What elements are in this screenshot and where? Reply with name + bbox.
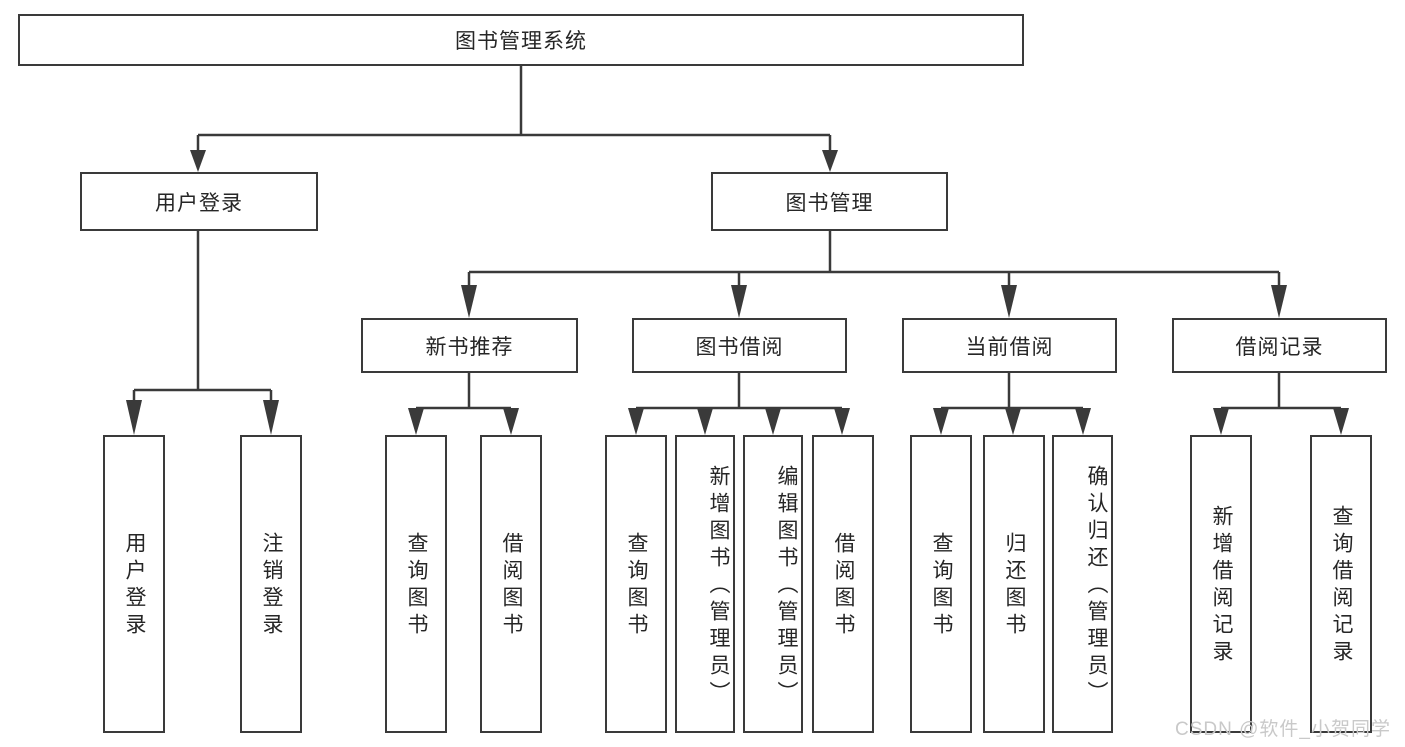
leaf-borrow-edit-book-admin[interactable]: 编辑图书（管理员） — [743, 435, 803, 733]
leaf-user-login-signin[interactable]: 用户登录 — [103, 435, 165, 733]
leaf-user-login-signout[interactable]: 注销登录 — [240, 435, 302, 733]
leaf-borrow-add-book-admin[interactable]: 新增图书（管理员） — [675, 435, 735, 733]
node-borrow-record[interactable]: 借阅记录 — [1172, 318, 1387, 373]
node-root-library-management-system[interactable]: 图书管理系统 — [18, 14, 1024, 66]
node-user-login[interactable]: 用户登录 — [80, 172, 318, 231]
leaf-current-confirm-return-admin[interactable]: 确认归还（管理员） — [1052, 435, 1113, 733]
node-book-borrow[interactable]: 图书借阅 — [632, 318, 847, 373]
leaf-record-add-borrow-record[interactable]: 新增借阅记录 — [1190, 435, 1252, 733]
leaf-current-query-books[interactable]: 查询图书 — [910, 435, 972, 733]
node-book-management[interactable]: 图书管理 — [711, 172, 948, 231]
leaf-borrow-borrow-books[interactable]: 借阅图书 — [812, 435, 874, 733]
leaf-new-book-query-books[interactable]: 查询图书 — [385, 435, 447, 733]
leaf-new-book-borrow-books[interactable]: 借阅图书 — [480, 435, 542, 733]
leaf-borrow-query-books[interactable]: 查询图书 — [605, 435, 667, 733]
leaf-current-return-books[interactable]: 归还图书 — [983, 435, 1045, 733]
node-new-book-recommend[interactable]: 新书推荐 — [361, 318, 578, 373]
node-current-borrow[interactable]: 当前借阅 — [902, 318, 1117, 373]
leaf-record-query-borrow-record[interactable]: 查询借阅记录 — [1310, 435, 1372, 733]
